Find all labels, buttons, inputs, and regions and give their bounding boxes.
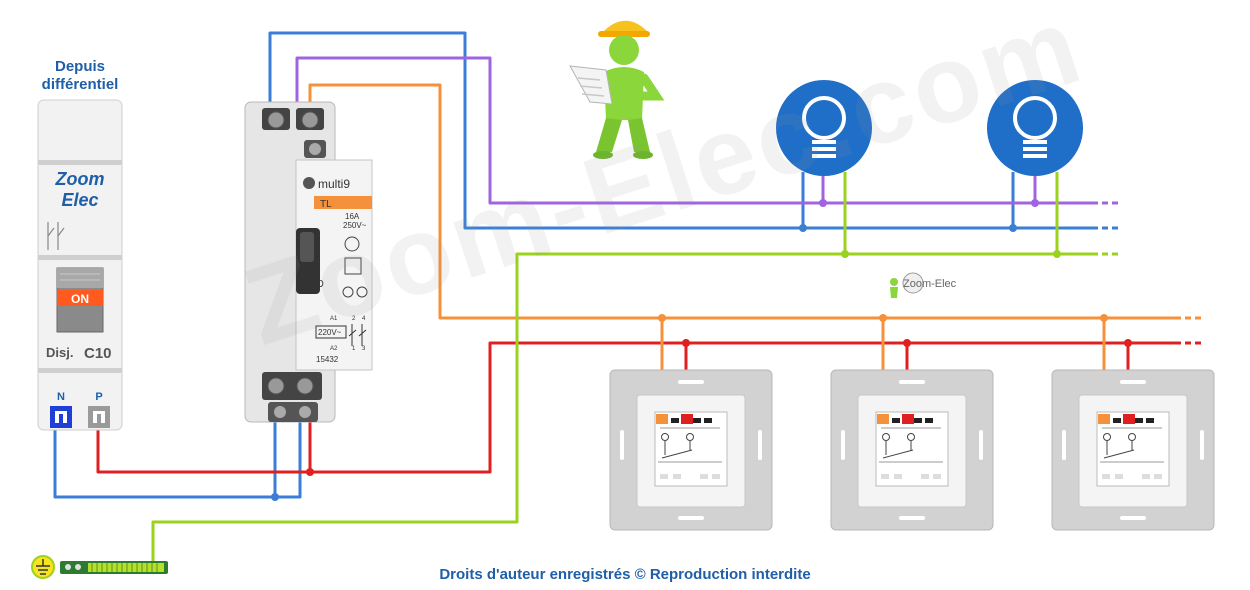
relay-off-mark: O — [316, 279, 324, 290]
circuit-breaker: Zoom Elec ON Disj. C10 N P — [37, 99, 123, 431]
pushbutton-1[interactable] — [609, 369, 773, 531]
schneider-logo-icon — [303, 177, 315, 189]
contact-1-label: 1 — [352, 346, 356, 352]
neutral-wire-breaker — [53, 400, 277, 499]
breaker-symbol-icon — [47, 222, 65, 250]
neutral-wire-lamps — [268, 31, 1092, 230]
relay-rating-current: 16A — [345, 212, 360, 221]
breaker-brand-line2: Elec — [61, 190, 98, 210]
coil-a1-label: A1 — [330, 316, 338, 322]
coil-voltage: 220V~ — [318, 328, 342, 337]
earth-wire — [151, 252, 1092, 562]
earth-symbol-icon — [31, 555, 55, 579]
relay-reference: 15432 — [316, 355, 339, 364]
phase-wire — [96, 341, 1175, 474]
contact-4-label: 4 — [362, 316, 366, 322]
neutral-wire-relay — [275, 400, 302, 499]
lamp-1 — [776, 80, 872, 176]
remote-switch-relay: multi9 TL 16A 250V~ I O A1 2 4 220V~ A2 … — [244, 101, 373, 423]
pushbutton-terminals — [656, 414, 1135, 424]
contact-2-label: 2 — [352, 316, 356, 322]
pushbutton-2[interactable] — [830, 369, 994, 531]
breaker-state-label: ON — [71, 292, 89, 306]
lamp-2 — [987, 80, 1083, 176]
copyright-footer: Droits d'auteur enregistrés © Reproducti… — [439, 566, 811, 583]
terminal-n-label: N — [57, 391, 65, 403]
certification-mark-icon — [344, 236, 360, 252]
worker-figure-icon — [569, 20, 665, 159]
source-heading: Depuis différentiel — [20, 58, 140, 94]
logo-text: Zoom-Elec — [903, 278, 957, 290]
breaker-brand-line1: Zoom — [55, 169, 105, 189]
contact-3-label: 3 — [362, 346, 366, 352]
breaker-model-value: C10 — [84, 345, 112, 362]
light-bulb-icon — [802, 96, 846, 158]
source-heading-line1: Depuis — [54, 58, 105, 75]
earth-bar — [31, 555, 168, 579]
light-bulb-icon — [1013, 96, 1057, 158]
zoom-elec-logo: Zoom-Elec — [890, 272, 957, 298]
relay-brand: multi9 — [318, 177, 350, 191]
return-wire — [295, 56, 1092, 205]
terminal-p-label: P — [95, 391, 102, 403]
command-wire — [308, 83, 1175, 320]
breaker-model-prefix: Disj. — [46, 345, 73, 360]
junction-dots — [271, 199, 1132, 501]
coil-a2-label: A2 — [330, 346, 338, 352]
pushbutton-3[interactable] — [1051, 369, 1215, 531]
relay-type: TL — [320, 199, 332, 210]
relay-rating-voltage: 250V~ — [343, 221, 367, 230]
wires — [53, 31, 1202, 562]
source-heading-line2: différentiel — [41, 76, 119, 93]
